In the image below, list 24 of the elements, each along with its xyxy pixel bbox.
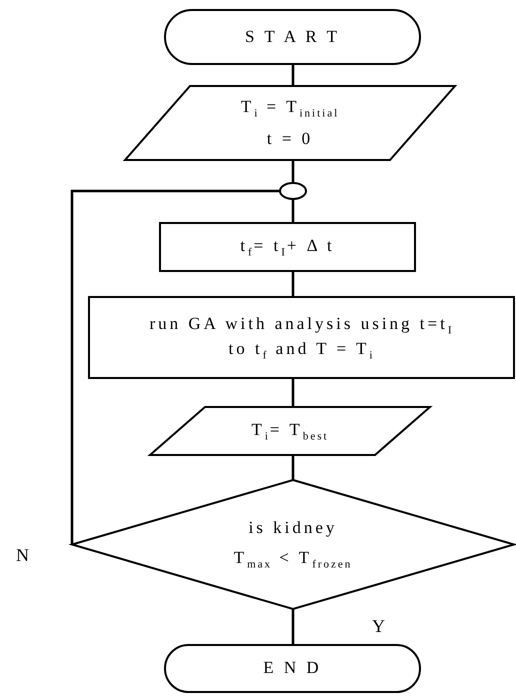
node-text: T$_{max}$ < T$_{frozen}$ — [234, 547, 352, 572]
connector-line — [70, 190, 280, 544]
process-box — [160, 223, 415, 271]
connector-line — [292, 199, 294, 223]
data-parallelogram — [125, 86, 455, 160]
node-text: S T A R T — [244, 26, 340, 48]
node-text: T$_{i}$= T$_{best}$ — [251, 418, 329, 444]
terminal-shape — [165, 10, 420, 64]
node-text: T$_{i}$ = T$_{initial}$ — [240, 96, 340, 120]
connector-circle — [280, 183, 306, 199]
connector-line — [292, 609, 294, 645]
process-box — [89, 297, 514, 378]
connector-line — [292, 271, 294, 297]
data-parallelogram — [150, 407, 430, 455]
node-text: is kidney — [248, 517, 338, 540]
node-text: t$_{f}$= t$_{I}$+ Δ t — [240, 234, 335, 260]
connector-line — [292, 64, 294, 86]
node-text: E N D — [263, 657, 322, 680]
terminal-shape — [165, 645, 420, 692]
node-text: run GA with analysis using t=t$_{I}$ to t$_{f}$ and T = T$_{i}$ — [148, 312, 455, 362]
connector-line — [292, 160, 294, 183]
connector-line — [292, 455, 294, 480]
node-text: t = 0 — [266, 128, 314, 150]
connector-line — [292, 378, 294, 407]
